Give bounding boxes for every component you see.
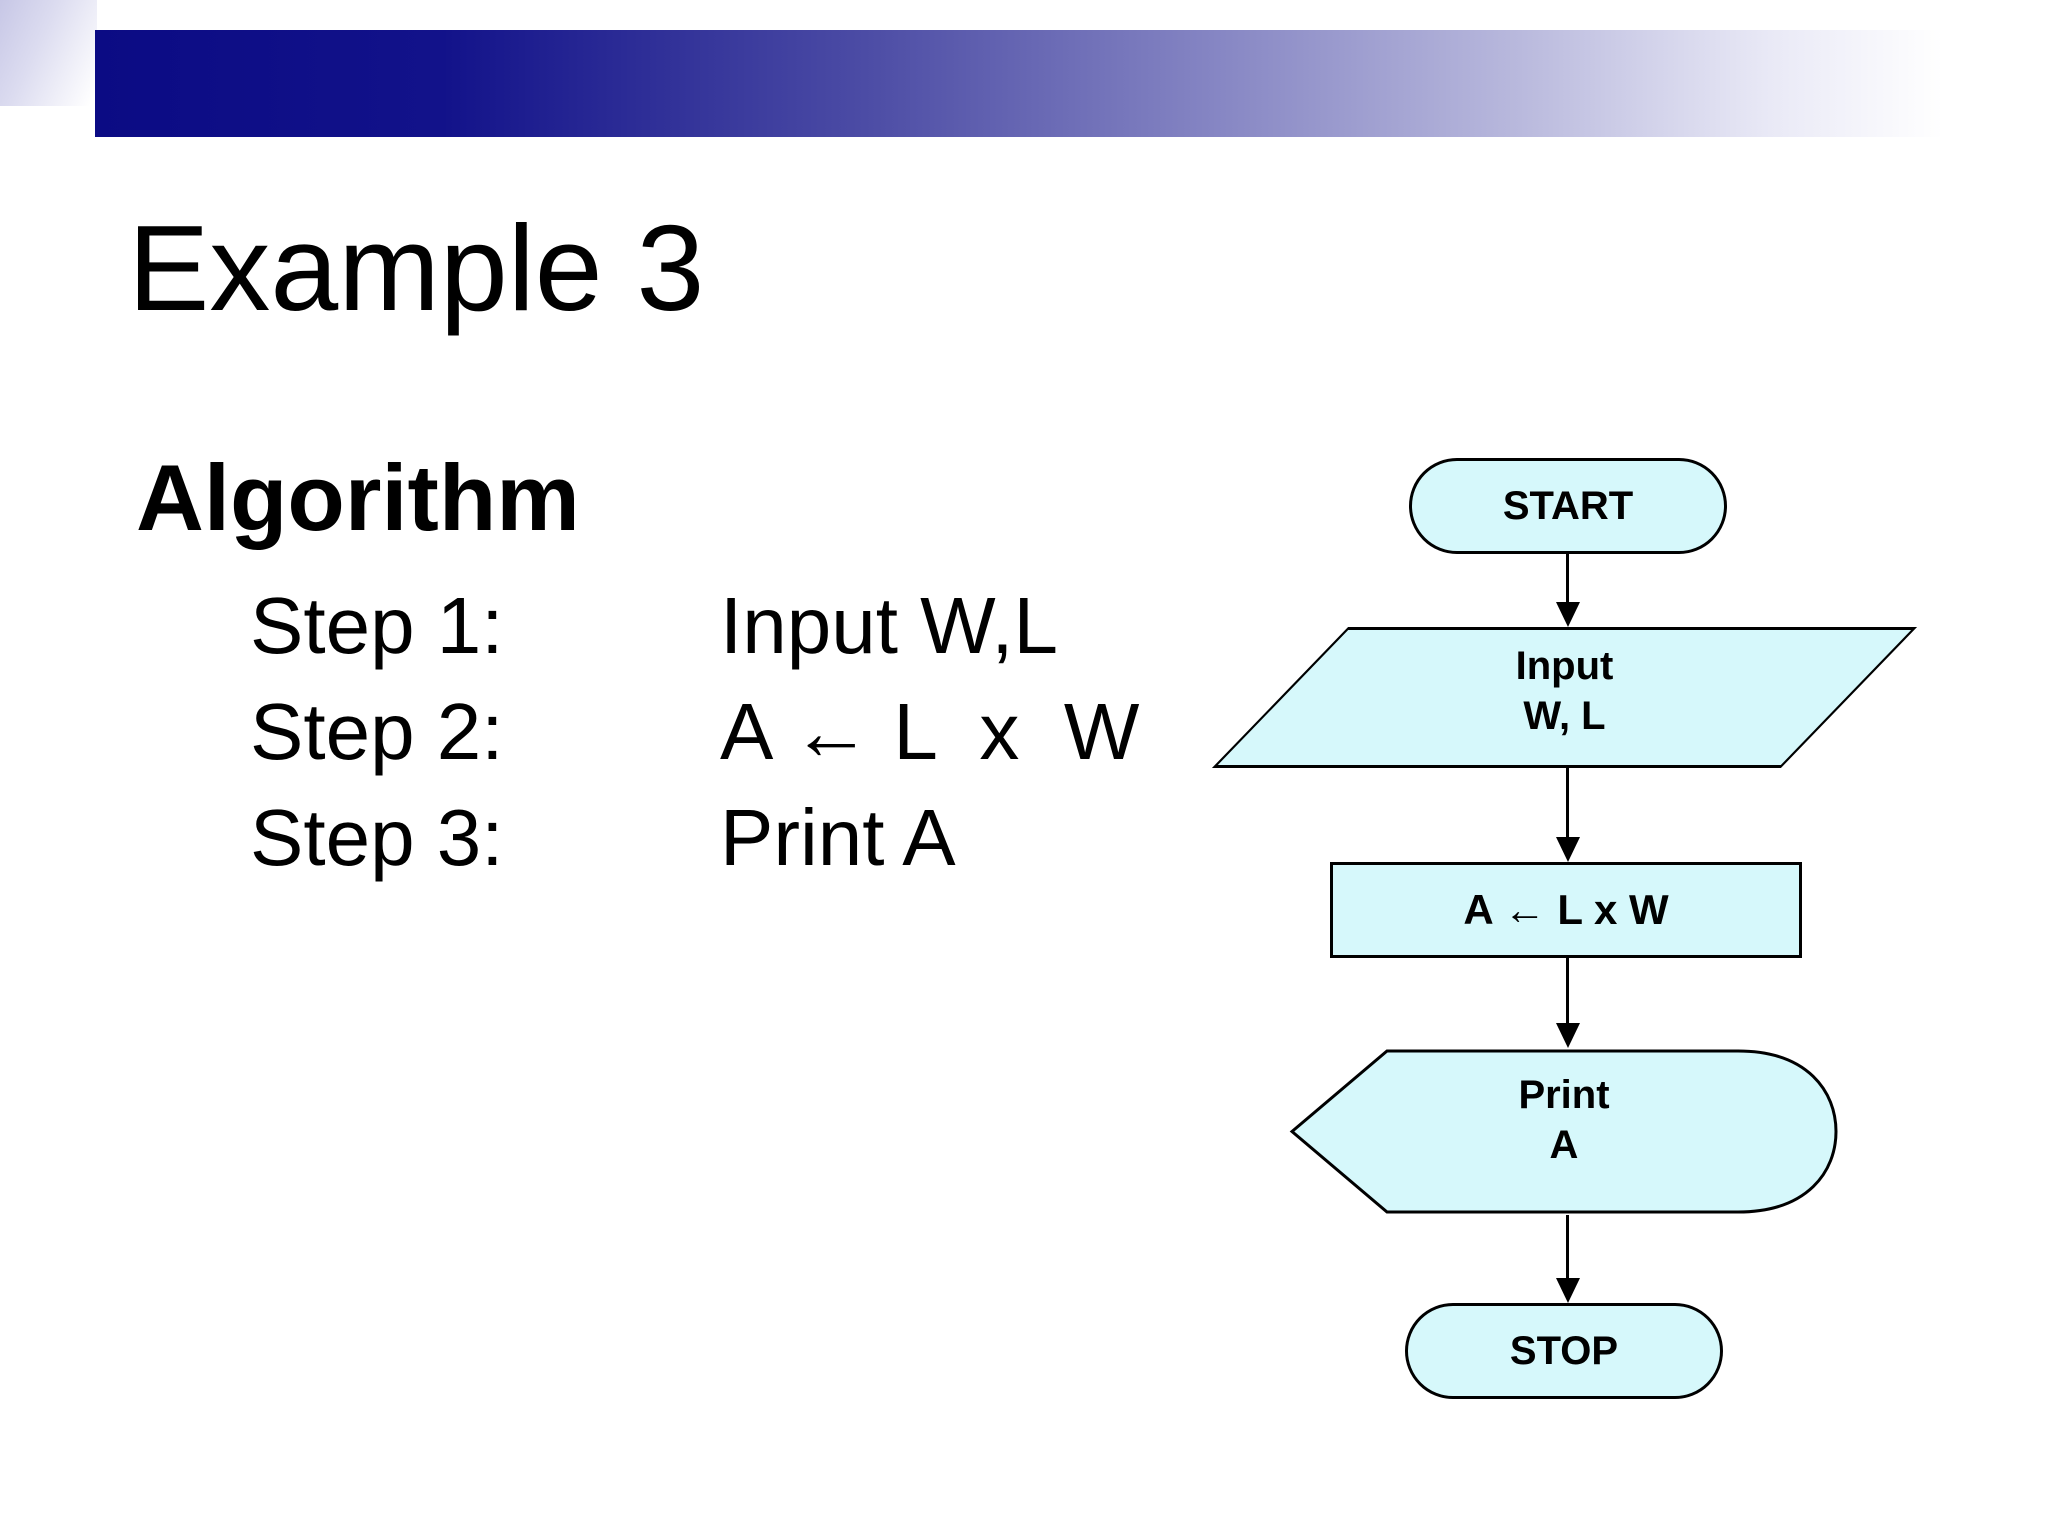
arrow-down-icon — [1556, 837, 1580, 862]
print-shape — [1289, 1049, 1838, 1214]
flowchart-process-node: A ← L x W — [1330, 862, 1802, 958]
flowchart-input-node: Input W, L — [1211, 627, 1918, 768]
process-node-label: A ← L x W — [1463, 886, 1669, 933]
flowchart-start-node: START — [1409, 458, 1727, 554]
flow-connector-line — [1566, 554, 1569, 604]
algorithm-heading: Algorithm — [136, 445, 580, 550]
stop-node-label: STOP — [1509, 1328, 1619, 1373]
flowchart-stop-node: STOP — [1405, 1303, 1723, 1399]
arrow-down-icon — [1556, 1023, 1580, 1048]
step-label: Step 2: — [250, 687, 504, 776]
print-node-label: Print A — [1288, 1048, 1840, 1215]
arrow-down-icon — [1556, 1278, 1580, 1303]
flowchart-print-node: Print A — [1288, 1048, 1840, 1215]
step-label: Step 3: — [250, 793, 504, 882]
print-node-line2: A — [1549, 1122, 1579, 1167]
algorithm-step-2: Step 2: A ← L x W — [250, 688, 1139, 776]
input-node-line2: W, L — [1523, 693, 1606, 738]
title-banner-bar — [95, 30, 2020, 137]
algorithm-step-3: Step 3: Print A — [250, 794, 956, 882]
step-label: Step 1: — [250, 581, 504, 670]
print-node-line1: Print — [1518, 1072, 1610, 1117]
start-node-label: START — [1502, 483, 1634, 528]
corner-gradient-block — [0, 0, 97, 106]
step-action: Input W,L — [720, 581, 1058, 670]
flow-connector-line — [1566, 1215, 1569, 1279]
arrow-down-icon — [1556, 602, 1580, 627]
algorithm-step-1: Step 1: Input W,L — [250, 582, 1058, 670]
input-node-label: Input W, L — [1280, 627, 1849, 768]
step-action: Print A — [720, 793, 956, 882]
flow-connector-line — [1566, 958, 1569, 1024]
input-node-line1: Input — [1515, 643, 1614, 688]
page-title: Example 3 — [128, 200, 705, 336]
step-action: A ← L x W — [720, 687, 1140, 776]
flow-connector-line — [1566, 768, 1569, 838]
